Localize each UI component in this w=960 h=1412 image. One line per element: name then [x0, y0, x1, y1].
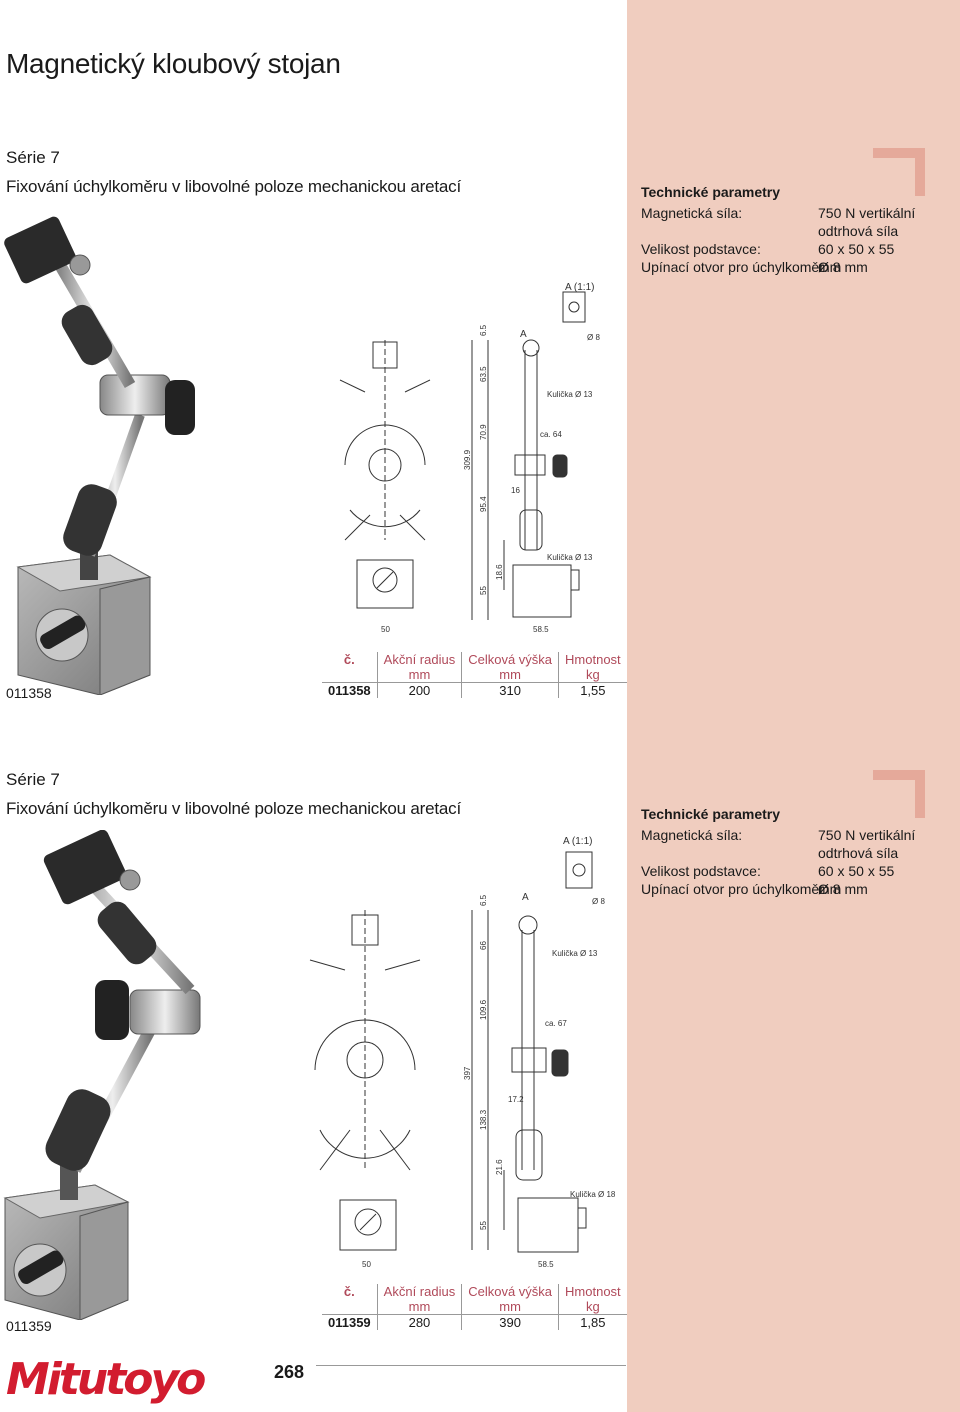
table-header: Akční radius	[376, 1284, 462, 1299]
view-label: A	[520, 329, 527, 340]
table-cell: 390	[461, 1314, 559, 1330]
table-cell: 011359	[322, 1314, 378, 1330]
product-subtitle: Fixování úchylkoměru v libovolné poloze …	[6, 177, 461, 196]
dim-label: 55	[479, 586, 488, 595]
specs-block: Technické parametry Magnetická síla: 750…	[641, 184, 941, 276]
bore-label: Ø 8	[587, 333, 600, 342]
dim-label: 138.3	[479, 1109, 488, 1130]
table-header: Hmotnost	[558, 1284, 627, 1299]
base-width-label: 50	[381, 625, 390, 634]
spec-row: Upínací otvor pro úchylkoměr: Ø 8 mm	[641, 258, 941, 276]
series-label: Série 7	[6, 148, 60, 167]
table-unit: mm	[376, 1299, 462, 1315]
spec-row: Magnetická síla: 750 N vertikální odtrho…	[641, 204, 941, 240]
table-cell: 011358	[322, 682, 378, 698]
brand-logo: Mitutoyo	[6, 1354, 206, 1405]
bore-label: Ø 8	[592, 897, 605, 906]
dim-label: 397	[463, 1066, 472, 1080]
spec-value: 60 x 50 x 55 mm	[818, 863, 895, 897]
ball-bottom-label: Kulička Ø 18	[570, 1190, 616, 1199]
technical-drawing: A (1:1) A Ø 8 Kulička Ø 13 ca. 64 16 Kul…	[339, 282, 600, 634]
dim-label: 309.9	[463, 449, 472, 470]
reach-label: ca. 64	[540, 430, 562, 439]
detail-label: A (1:1)	[563, 836, 592, 847]
side-panel	[627, 0, 960, 1412]
spec-label: Velikost podstavce:	[641, 863, 761, 879]
product-photo	[4, 216, 195, 695]
corner-mark	[873, 770, 925, 818]
table-unit: mm	[461, 667, 559, 683]
spec-row: Magnetická síla: 750 N vertikální odtrho…	[641, 826, 941, 862]
specs-title: Technické parametry	[641, 806, 781, 822]
table-cell: 1,55	[558, 682, 627, 698]
dim-label: 109.6	[479, 999, 488, 1020]
dim-label: 70.9	[479, 424, 488, 440]
spec-table: č. Akční radius Celková výška Hmotnost m…	[322, 652, 627, 698]
page-title: Magnetický kloubový stojan	[6, 48, 341, 79]
table-unit: mm	[376, 667, 462, 683]
spec-label: Magnetická síla:	[641, 205, 743, 221]
offset-label: 16	[511, 486, 520, 495]
table-cell: 200	[376, 682, 462, 698]
corner-mark	[873, 148, 925, 196]
offset-label: 17.2	[508, 1095, 524, 1104]
spec-value: Ø 8 mm	[818, 881, 868, 897]
table-header: Celková výška	[461, 1284, 559, 1299]
specs-block: Technické parametry Magnetická síla: 750…	[641, 806, 941, 898]
table-header: Hmotnost	[558, 652, 627, 667]
table-cell: 1,85	[558, 1314, 627, 1330]
base-depth-label: 58.5	[533, 625, 549, 634]
base-depth-label: 58.5	[538, 1260, 554, 1269]
product-photo	[3, 830, 201, 1320]
page-number: 268	[274, 1362, 305, 1382]
product-code: 011358	[6, 685, 52, 701]
reach-label: ca. 67	[545, 1019, 567, 1028]
table-cell: 310	[461, 682, 559, 698]
spec-label: Upínací otvor pro úchylkoměr:	[641, 881, 828, 897]
specs-title: Technické parametry	[641, 184, 781, 200]
spec-value: 60 x 50 x 55 mm	[818, 241, 895, 275]
spec-row: Velikost podstavce: 60 x 50 x 55 mm	[641, 240, 941, 275]
ball-bottom-label: Kulička Ø 13	[547, 553, 593, 562]
technical-drawing: A (1:1) A Ø 8 Kulička Ø 13 ca. 67 17.2 K…	[309, 836, 616, 1269]
table-unit	[322, 667, 377, 683]
dim-label: 95.4	[479, 496, 488, 512]
spec-row: Upínací otvor pro úchylkoměr: Ø 8 mm	[641, 880, 941, 898]
divider	[316, 1365, 626, 1366]
table-unit: kg	[558, 667, 627, 683]
base-width-label: 50	[362, 1260, 371, 1269]
table-header: Akční radius	[376, 652, 462, 667]
detail-label: A (1:1)	[565, 282, 594, 293]
ball-top-label: Kulička Ø 13	[547, 390, 593, 399]
spec-value: Ø 8 mm	[818, 259, 868, 275]
view-label: A	[522, 892, 529, 903]
dim-label: 21.6	[495, 1159, 504, 1175]
spec-table: č. Akční radius Celková výška Hmotnost m…	[322, 1284, 627, 1330]
dim-label: 6.5	[479, 324, 488, 336]
table-unit	[322, 1299, 377, 1315]
table-cell: 280	[376, 1314, 462, 1330]
ball-top-label: Kulička Ø 13	[552, 949, 598, 958]
dim-label: 6.5	[479, 894, 488, 906]
dim-label: 18.6	[495, 564, 504, 580]
table-header: Celková výška	[461, 652, 559, 667]
dim-label: 63.5	[479, 366, 488, 382]
dim-label: 66	[479, 941, 488, 950]
table-header: č.	[343, 652, 355, 667]
spec-label: Velikost podstavce:	[641, 241, 761, 257]
series-label: Série 7	[6, 770, 60, 789]
table-header: č.	[343, 1284, 355, 1299]
spec-value: 750 N vertikální odtrhová síla	[818, 205, 916, 239]
spec-value: 750 N vertikální odtrhová síla	[818, 827, 916, 861]
table-unit: mm	[461, 1299, 559, 1315]
spec-label: Magnetická síla:	[641, 827, 743, 843]
product-code: 011359	[6, 1318, 52, 1334]
spec-row: Velikost podstavce: 60 x 50 x 55 mm	[641, 862, 941, 897]
dim-label: 55	[479, 1221, 488, 1230]
table-unit: kg	[558, 1299, 627, 1315]
spec-label: Upínací otvor pro úchylkoměr:	[641, 259, 828, 275]
product-subtitle: Fixování úchylkoměru v libovolné poloze …	[6, 799, 461, 818]
